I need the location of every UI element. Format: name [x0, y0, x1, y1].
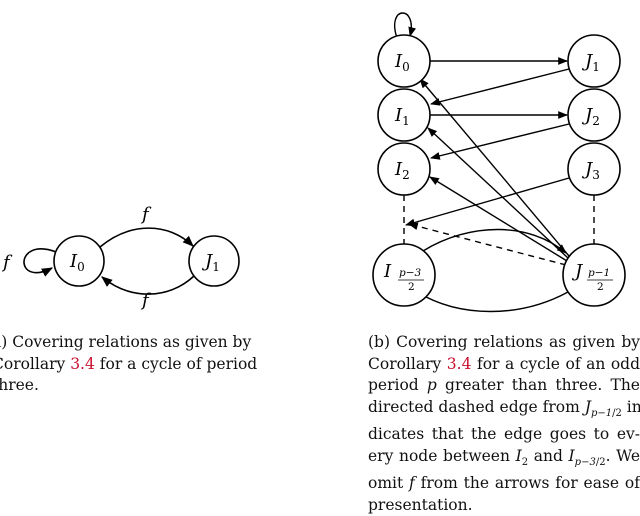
caption-b-line5: dicates that the edge goes to ev-: [368, 425, 640, 444]
edge-b-J3-dash: [405, 177, 570, 227]
svg-text:I: I: [383, 261, 392, 282]
edge-a-I0-J1: [99, 227, 194, 248]
label-a-I0: I0: [69, 251, 85, 274]
caption-b: (b) Covering relations as given by Corol…: [368, 332, 640, 516]
diagram-a: [23, 227, 240, 295]
dash-b-Jlast-edge: [408, 222, 567, 266]
corollary-link-b[interactable]: 3.4: [446, 354, 472, 373]
svg-text:p−3: p−3: [399, 267, 422, 279]
node-b-I1: [377, 88, 431, 142]
caption-a-line1: a) Covering relations as given by: [0, 333, 252, 351]
label-b-I2: I2: [394, 159, 410, 182]
caption-b-line4: directed dashed edge from Jp−1/2 in-: [368, 397, 640, 419]
caption-b-line8: presentation.: [368, 495, 473, 514]
svg-text:2: 2: [597, 281, 604, 293]
caption-b-line3: period p greater than three. The: [368, 376, 640, 394]
svg-text:J: J: [571, 261, 584, 282]
caption-a-line3: three.: [0, 376, 39, 394]
node-b-Jlast: [562, 243, 626, 307]
edge-b-Jlast-I1: [427, 127, 569, 259]
edge-b-Jlast-I0: [419, 78, 570, 257]
caption-b-line6: ery node between I2 and Ip−3/2. We: [368, 446, 640, 468]
label-b-J2: J2: [581, 105, 600, 128]
edge-label-a-bottom: f: [140, 290, 152, 311]
label-b-J3: J3: [581, 159, 600, 182]
edge-a-J1-I0: [101, 275, 195, 295]
edge-label-a-top: f: [140, 204, 152, 225]
node-b-J1: [567, 34, 621, 88]
edge-b-loop: [394, 12, 416, 39]
edge-a-loop: [23, 248, 57, 277]
diagram-b-edges: [394, 12, 570, 313]
svg-text:p−1: p−1: [588, 267, 610, 279]
node-b-I0: [377, 34, 431, 88]
label-b-Jlast: J p−1 2: [571, 261, 613, 293]
label-b-I0: I0: [394, 51, 410, 74]
node-b-J2: [567, 88, 621, 142]
caption-b-line2: Corollary 3.4 for a cycle of an odd: [368, 354, 640, 373]
edge-b-J2-I2: [430, 123, 570, 160]
caption-a: a) Covering relations as given by Coroll…: [0, 332, 258, 397]
edge-b-Jlast-Ilast: [416, 291, 569, 313]
node-b-I2: [377, 142, 431, 196]
node-b-Ilast: [372, 243, 436, 307]
caption-b-line7: omit f from the arrows for ease of: [368, 474, 640, 493]
label-b-Ilast: I p−3 2: [383, 261, 424, 293]
label-b-J1: J1: [581, 51, 600, 74]
edge-b-J1-I1: [430, 68, 570, 106]
svg-text:2: 2: [408, 281, 415, 293]
label-a-J1: J1: [201, 251, 220, 274]
corollary-link-a[interactable]: 3.4: [70, 354, 95, 373]
node-a-J1: [188, 235, 240, 287]
edge-b-Ilast-Jlast: [422, 228, 567, 254]
figure-canvas: I0 J1 f f f I0: [1, 12, 626, 313]
caption-b-line1: (b) Covering relations as given by: [368, 333, 640, 351]
edge-b-Jlast-I2: [429, 176, 568, 262]
diagram-a-labels: I0 J1 f f f: [1, 204, 220, 311]
label-b-I1: I1: [394, 105, 410, 128]
diagram-b-nodes: [372, 34, 626, 307]
caption-a-line2: Corollary 3.4 for a cycle of period: [0, 354, 258, 373]
node-a-I0: [53, 235, 105, 287]
diagram-b-dashed: [403, 195, 595, 266]
node-b-J3: [567, 142, 621, 196]
diagram-b-labels: I0 I1 I2 J1 J2 J3 I p−3 2 J p−1 2: [383, 51, 613, 293]
edge-label-a-loop: f: [1, 252, 13, 273]
